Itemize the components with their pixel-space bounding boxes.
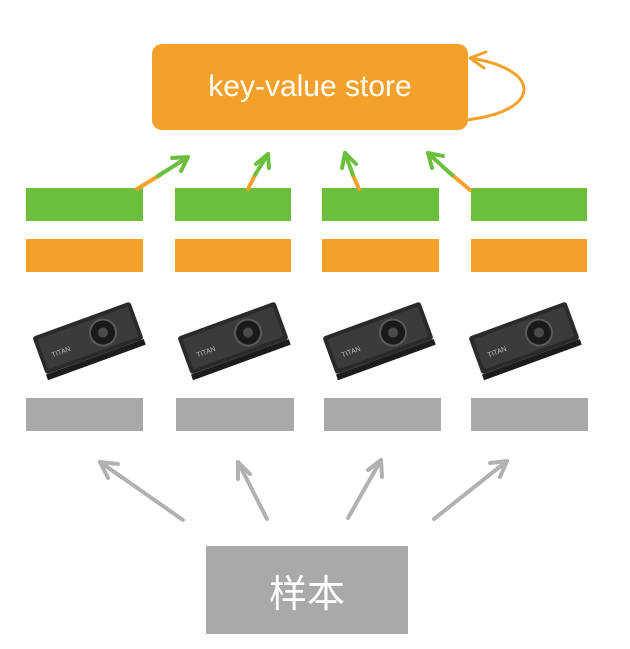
worker-1-data <box>26 398 143 431</box>
key-value-store: key-value store <box>152 44 468 130</box>
worker-2-data <box>176 398 294 431</box>
worker-4-data <box>471 398 588 431</box>
gpu-card-icon: TITAN <box>33 302 146 381</box>
sample-box: 样本 <box>206 546 408 634</box>
worker-1-parameters <box>26 239 143 272</box>
worker-2-gradient <box>175 188 291 221</box>
push-arrow-1 <box>135 155 190 191</box>
sample-arrow-1 <box>98 460 185 522</box>
worker-3-gradient <box>322 188 439 221</box>
sample-arrow-2 <box>236 460 269 521</box>
worker-1-gradient <box>26 188 143 221</box>
worker-3-data <box>324 398 441 431</box>
store-self-loop-arrow <box>465 56 526 122</box>
gpu-card-icon: TITAN <box>469 302 582 381</box>
sample-arrow-4 <box>432 459 509 521</box>
sample-arrow-3 <box>346 458 384 520</box>
push-arrow-2 <box>246 152 271 191</box>
push-arrow-3 <box>340 151 361 191</box>
push-arrow-4 <box>426 151 472 192</box>
worker-4-gradient <box>471 188 587 221</box>
key-value-store-label: key-value store <box>208 70 412 103</box>
worker-4-parameters <box>471 239 587 272</box>
gpu-card-icon: TITAN <box>323 302 436 381</box>
gpu-card-icon: TITAN <box>178 302 291 381</box>
worker-2-parameters <box>175 239 291 272</box>
worker-3-parameters <box>322 239 439 272</box>
sample-label: 样本 <box>268 573 345 616</box>
